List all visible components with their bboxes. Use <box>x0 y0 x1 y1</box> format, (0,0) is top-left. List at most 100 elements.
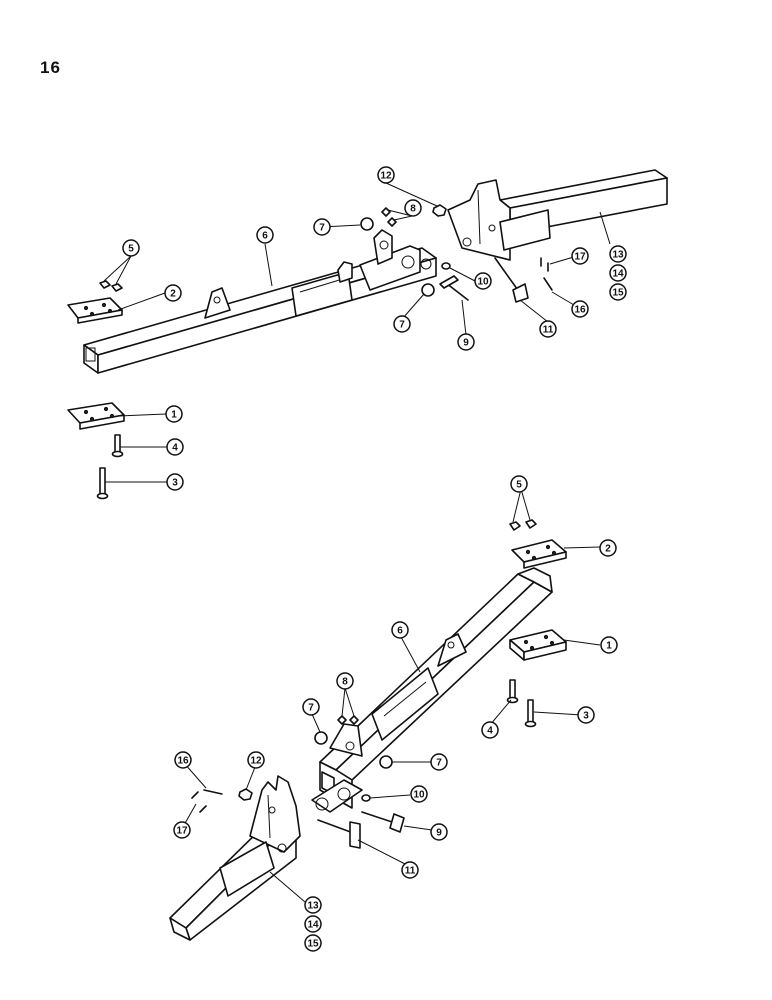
svg-text:4: 4 <box>487 726 493 737</box>
svg-text:7: 7 <box>436 758 442 769</box>
svg-text:13: 13 <box>612 250 624 261</box>
svg-text:3: 3 <box>583 711 589 722</box>
bottom-nuts-5 <box>509 519 537 531</box>
callout-13-top: 13 <box>609 245 627 263</box>
callout-10-bottom: 10 <box>410 785 428 803</box>
svg-text:6: 6 <box>262 231 268 242</box>
bottom-bushing-7-a <box>314 731 328 745</box>
callouts-bottom: 1 2 3 4 5 6 7 7 8 9 10 11 12 13 14 15 16… <box>173 475 618 952</box>
svg-text:15: 15 <box>307 939 319 950</box>
top-plate-2 <box>67 297 123 324</box>
svg-text:11: 11 <box>543 325 554 336</box>
svg-text:5: 5 <box>516 480 522 491</box>
bottom-nut-12 <box>238 788 253 801</box>
svg-text:9: 9 <box>463 338 469 349</box>
callout-4-bottom: 4 <box>481 721 499 739</box>
callout-2-top: 2 <box>164 284 182 302</box>
callout-11-top: 11 <box>539 320 557 338</box>
bottom-bolt-3 <box>524 699 537 728</box>
callout-10-top: 10 <box>474 272 492 290</box>
bottom-plate-2 <box>511 539 567 569</box>
svg-text:7: 7 <box>319 223 325 234</box>
callout-5-bottom: 5 <box>510 475 528 493</box>
top-bolt-3 <box>96 467 109 500</box>
svg-text:17: 17 <box>574 252 586 263</box>
top-cotter-17 <box>540 257 549 272</box>
callout-3-bottom: 3 <box>577 706 595 724</box>
bottom-cotter-17 <box>191 791 207 813</box>
svg-text:14: 14 <box>307 920 319 931</box>
callout-7-top-b: 7 <box>393 315 411 333</box>
svg-text:12: 12 <box>250 756 262 767</box>
leader-lines <box>103 182 611 903</box>
svg-text:7: 7 <box>399 320 405 331</box>
svg-text:7: 7 <box>308 703 314 714</box>
callout-12-top: 12 <box>377 166 395 184</box>
callout-6-top: 6 <box>256 226 274 244</box>
top-bushing-7-b <box>421 283 435 297</box>
bottom-bushing-7-b <box>379 755 393 769</box>
callout-16-bottom: 16 <box>174 751 192 769</box>
bottom-plate-1 <box>509 629 567 661</box>
svg-text:14: 14 <box>612 269 624 280</box>
svg-text:16: 16 <box>574 305 586 316</box>
svg-text:10: 10 <box>413 790 425 801</box>
svg-text:17: 17 <box>176 826 188 837</box>
top-nuts-5 <box>99 280 123 292</box>
callout-16-top: 16 <box>571 300 589 318</box>
top-plate-1 <box>67 402 125 430</box>
bottom-pin-16 <box>203 789 223 795</box>
svg-text:16: 16 <box>177 756 189 767</box>
callout-9-top: 9 <box>457 333 475 351</box>
bottom-bolt-11 <box>317 819 361 849</box>
callout-9-bottom: 9 <box>430 823 448 841</box>
top-assembly <box>67 169 668 500</box>
callout-1-top: 1 <box>165 405 183 423</box>
top-fittings-8 <box>381 207 397 227</box>
callout-15-bottom: 15 <box>304 934 322 952</box>
top-washer-10 <box>441 262 451 270</box>
callout-6-bottom: 6 <box>391 621 409 639</box>
callout-13-bottom: 13 <box>304 896 322 914</box>
callout-7-bottom-b: 7 <box>430 753 448 771</box>
svg-text:9: 9 <box>436 828 442 839</box>
bottom-tongue-extension <box>169 775 301 941</box>
callout-17-top: 17 <box>571 247 589 265</box>
svg-text:3: 3 <box>172 478 178 489</box>
top-bolt-11 <box>494 257 529 303</box>
callout-8-top: 8 <box>404 199 422 217</box>
top-bolt-4 <box>111 434 124 458</box>
svg-text:10: 10 <box>477 277 489 288</box>
svg-text:11: 11 <box>405 866 416 877</box>
bottom-pin-9 <box>361 811 405 833</box>
svg-text:12: 12 <box>380 171 392 182</box>
top-pin-9 <box>439 275 469 301</box>
svg-text:8: 8 <box>342 677 348 688</box>
callout-3-top: 3 <box>166 473 184 491</box>
callout-5-top: 5 <box>122 239 140 257</box>
svg-text:15: 15 <box>612 288 624 299</box>
callout-1-bottom: 1 <box>600 636 618 654</box>
callout-7-top-a: 7 <box>313 218 331 236</box>
callout-17-bottom: 17 <box>173 821 191 839</box>
top-pin-16 <box>543 277 553 291</box>
bottom-fittings-8 <box>337 715 359 725</box>
callout-7-bottom-a: 7 <box>302 698 320 716</box>
top-tongue-extension <box>447 169 668 261</box>
bottom-assembly <box>169 519 567 941</box>
bottom-main-tube <box>311 567 553 813</box>
svg-text:2: 2 <box>605 544 611 555</box>
svg-text:2: 2 <box>170 289 176 300</box>
top-nut-12 <box>432 204 447 217</box>
callout-4-top: 4 <box>166 438 184 456</box>
bottom-bolt-4 <box>506 679 519 704</box>
top-bushing-7-a <box>360 217 374 231</box>
bottom-washer-10 <box>361 794 371 802</box>
svg-text:1: 1 <box>606 641 612 652</box>
callout-14-top: 14 <box>609 264 627 282</box>
svg-text:5: 5 <box>128 244 134 255</box>
callout-2-bottom: 2 <box>599 539 617 557</box>
callout-11-bottom: 11 <box>401 861 419 879</box>
callouts-top: 1 2 3 4 5 6 7 7 8 9 10 11 12 13 14 15 16… <box>122 166 627 491</box>
